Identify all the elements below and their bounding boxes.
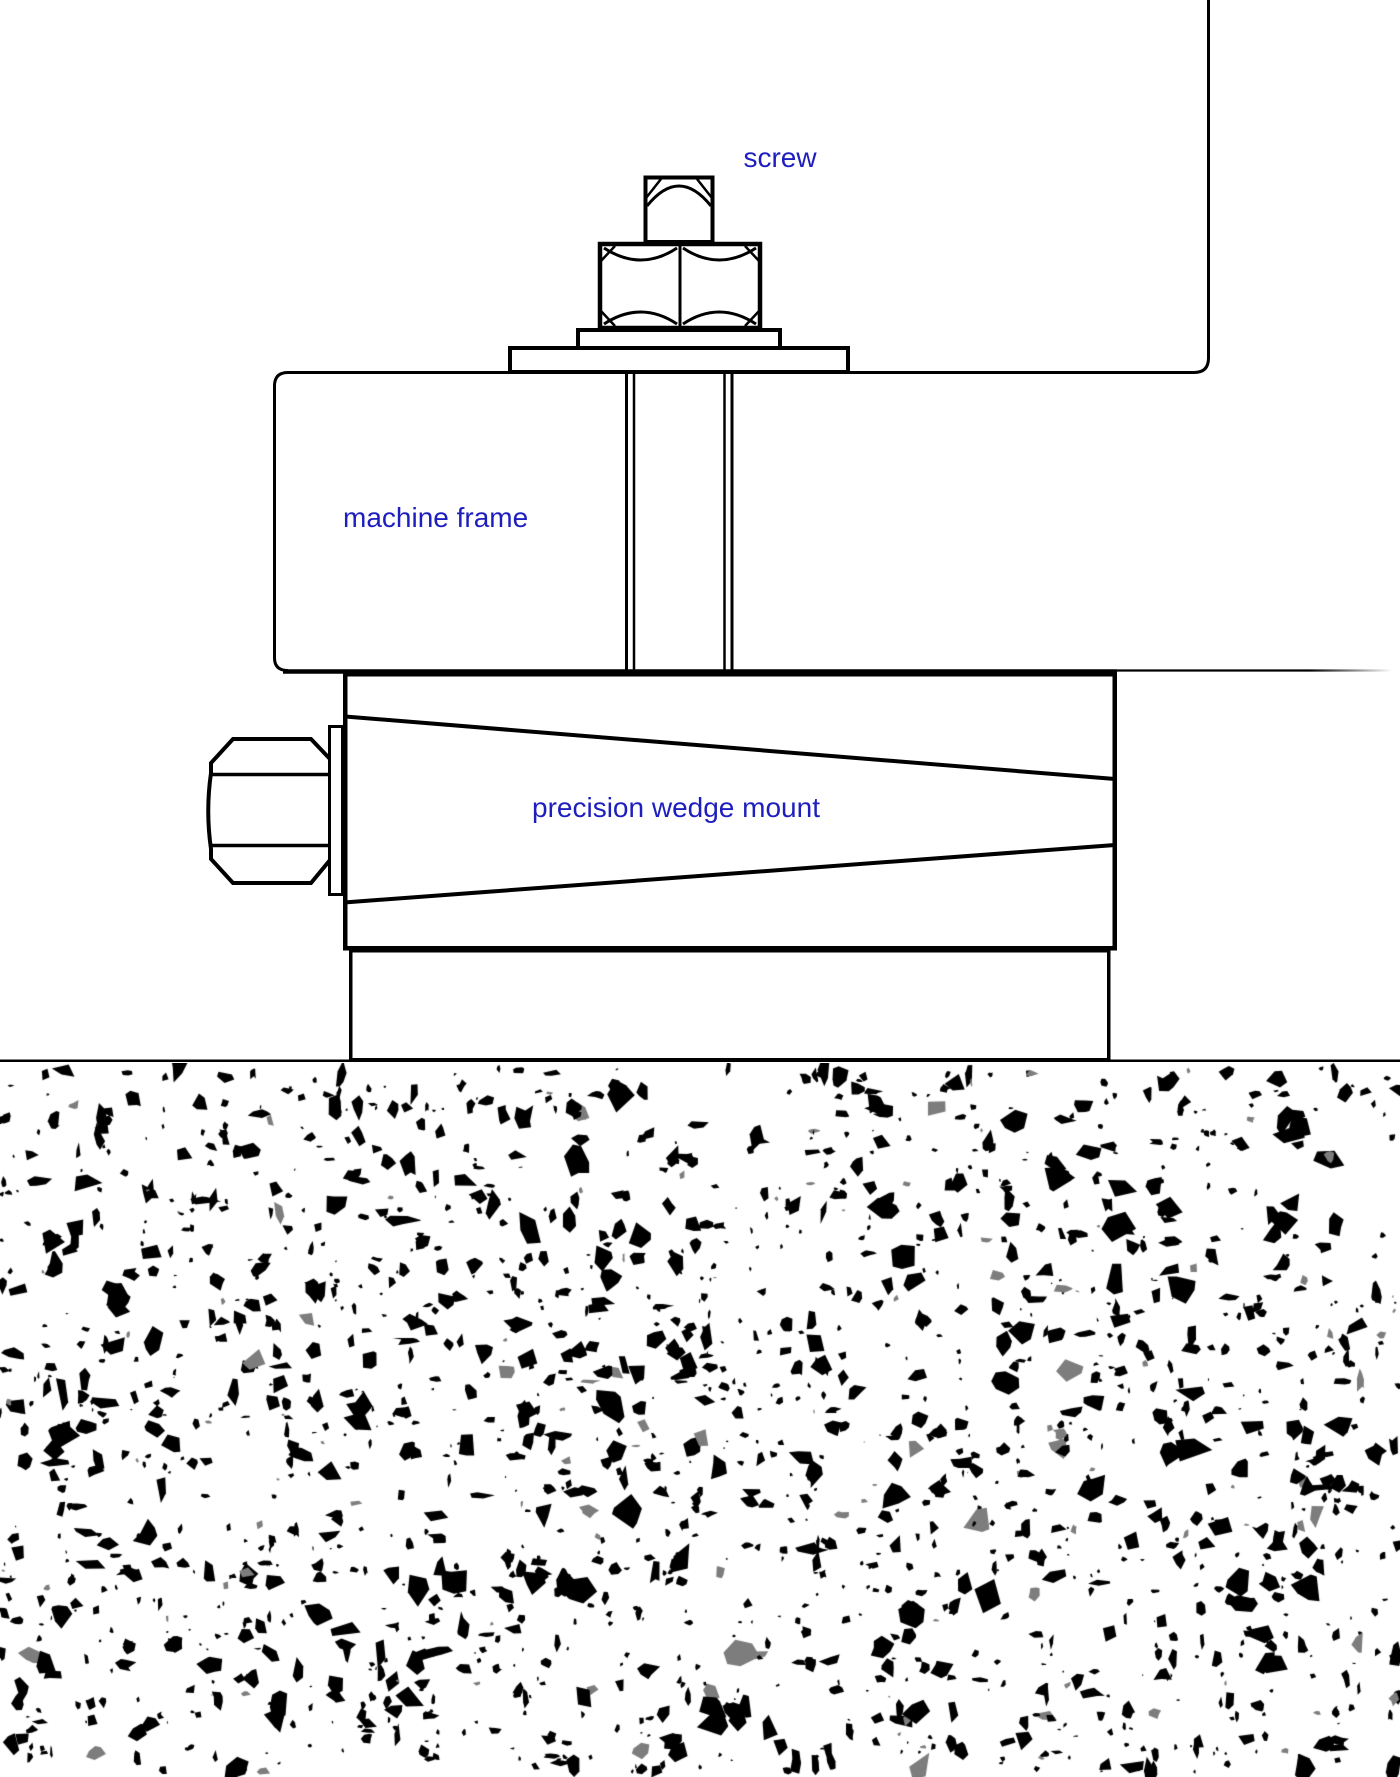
clamp-plate <box>508 346 850 374</box>
screw-head <box>643 175 715 244</box>
wedge-upper-diagonal <box>344 714 1116 781</box>
label-screw: screw <box>743 142 817 173</box>
label-machine-frame: machine frame <box>343 502 529 533</box>
machine-frame-outline <box>273 0 1392 674</box>
bolt-flange <box>328 725 344 896</box>
wedge-lower-diagonal <box>343 843 1116 905</box>
washer <box>576 328 782 350</box>
adjustment-bolt-head <box>206 737 332 885</box>
label-precision-wedge-mount: precision wedge mount <box>532 792 820 823</box>
screw-shaft <box>625 372 734 670</box>
hex-nut <box>597 241 763 331</box>
base-plate <box>349 949 1111 1062</box>
wedge-mount-block <box>343 672 1117 951</box>
concrete-foundation-texture <box>0 1063 1400 1777</box>
